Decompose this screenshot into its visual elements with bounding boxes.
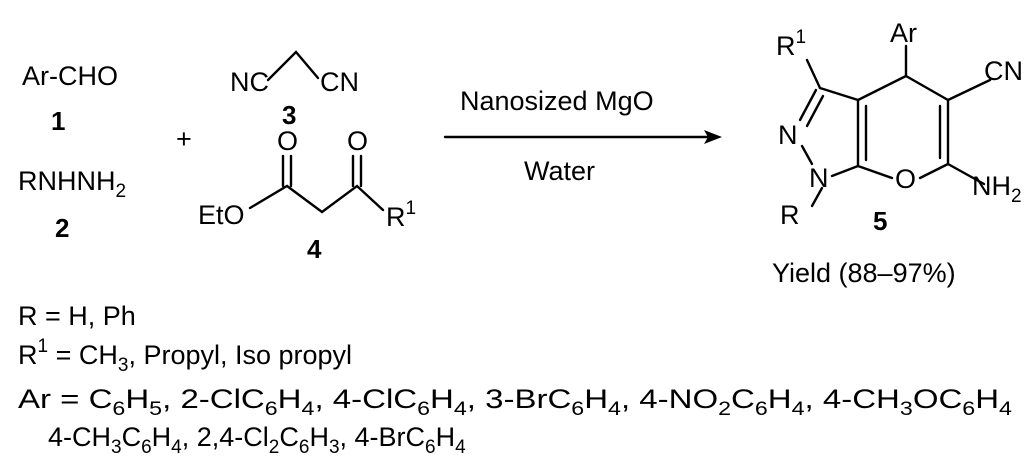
product-o-c7a-bond — [856, 164, 894, 180]
reactant-3-nc: NC — [230, 67, 269, 97]
product-cn-label: CN — [984, 56, 1023, 86]
legend-r-definition: R = H, Ph — [18, 301, 136, 331]
reactant-3-bonds — [266, 50, 320, 82]
reactant-2-number: 2 — [55, 213, 69, 243]
reactant-3-structure: NC CN — [230, 50, 359, 97]
reaction-arrow-head — [704, 130, 722, 144]
reactant-4-number: 4 — [307, 234, 322, 264]
reactant-4-o1: O — [277, 126, 298, 156]
reactant-4-chain — [248, 184, 385, 214]
product-c3-r1-bond — [805, 58, 822, 90]
reactant-3-number: 3 — [282, 100, 296, 130]
product-ar-label: Ar — [890, 18, 917, 48]
legend-ar-definition-continued: 4-CH3C6H4, 2,4-Cl2C6H3, 4-BrC6H4 — [48, 422, 466, 458]
product-c3a-c4-bond — [856, 74, 908, 102]
reactant-4-eto: EtO — [198, 200, 245, 230]
product-c6-nh2-bond — [946, 162, 986, 186]
product-c3-c3a-bond — [818, 86, 860, 102]
product-c6-o-bond — [918, 162, 950, 180]
product-n1-c7a-bond — [830, 164, 860, 178]
reactant-1-number: 1 — [51, 106, 65, 136]
product-r-label: R — [780, 200, 800, 230]
product-c4-c5-bond — [904, 74, 950, 102]
reactant-3-cn: CN — [320, 67, 359, 97]
product-n2-n1-bond — [800, 144, 814, 166]
product-yield: Yield (88–97%) — [772, 258, 956, 288]
reactant-4-o2: O — [347, 126, 368, 156]
product-n1-label: N — [809, 163, 829, 193]
product-5-structure: R1 Ar CN N N O NH2 R — [776, 18, 1023, 230]
product-o-label: O — [895, 164, 916, 194]
product-n2-label: N — [778, 120, 798, 150]
reactant-2-label: RNHNH2 — [18, 166, 126, 202]
legend-r1-definition: R1 = CH3, Propyl, Iso propyl — [18, 336, 352, 376]
product-r1-label: R1 — [776, 27, 806, 61]
product-c5-cn-bond — [946, 78, 992, 102]
condition-catalyst: Nanosized MgO — [460, 86, 654, 116]
reactant-1-label: Ar-CHO — [22, 61, 118, 91]
product-n2-c3-bond-b — [805, 94, 825, 128]
product-n2-c3-bond-a — [798, 88, 818, 122]
product-number: 5 — [873, 206, 887, 236]
reactant-4-structure: EtO O O R1 — [198, 126, 416, 232]
product-nh2-label: NH2 — [972, 171, 1022, 207]
condition-solvent: Water — [524, 156, 595, 186]
plus-sign: + — [176, 124, 192, 154]
product-n1-r-bond — [810, 186, 824, 208]
reactant-4-r1: R1 — [386, 198, 416, 232]
